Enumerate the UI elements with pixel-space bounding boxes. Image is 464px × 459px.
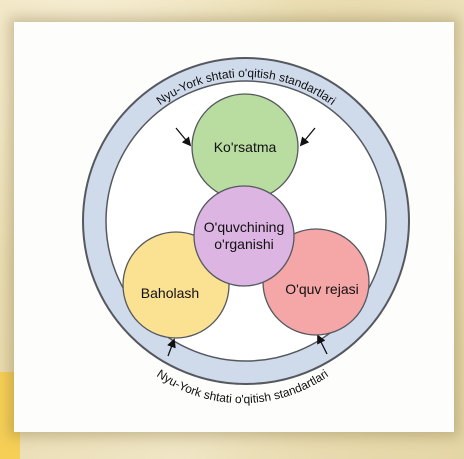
arrow-bottom-left xyxy=(167,338,176,357)
assessment-label: Baholash xyxy=(141,285,199,301)
instruction-label: Ko'rsatma xyxy=(214,139,277,155)
curriculum-label: O'quv rejasi xyxy=(285,281,358,297)
student-learning-label-line2: o'rganishi xyxy=(214,236,274,252)
student-learning-label-line1: O'quvchining xyxy=(204,219,285,235)
student-learning-circle xyxy=(193,185,295,287)
arrow-top-left xyxy=(175,127,192,147)
arrow-top-right xyxy=(299,127,316,147)
arrow-bottom-right xyxy=(317,334,328,355)
